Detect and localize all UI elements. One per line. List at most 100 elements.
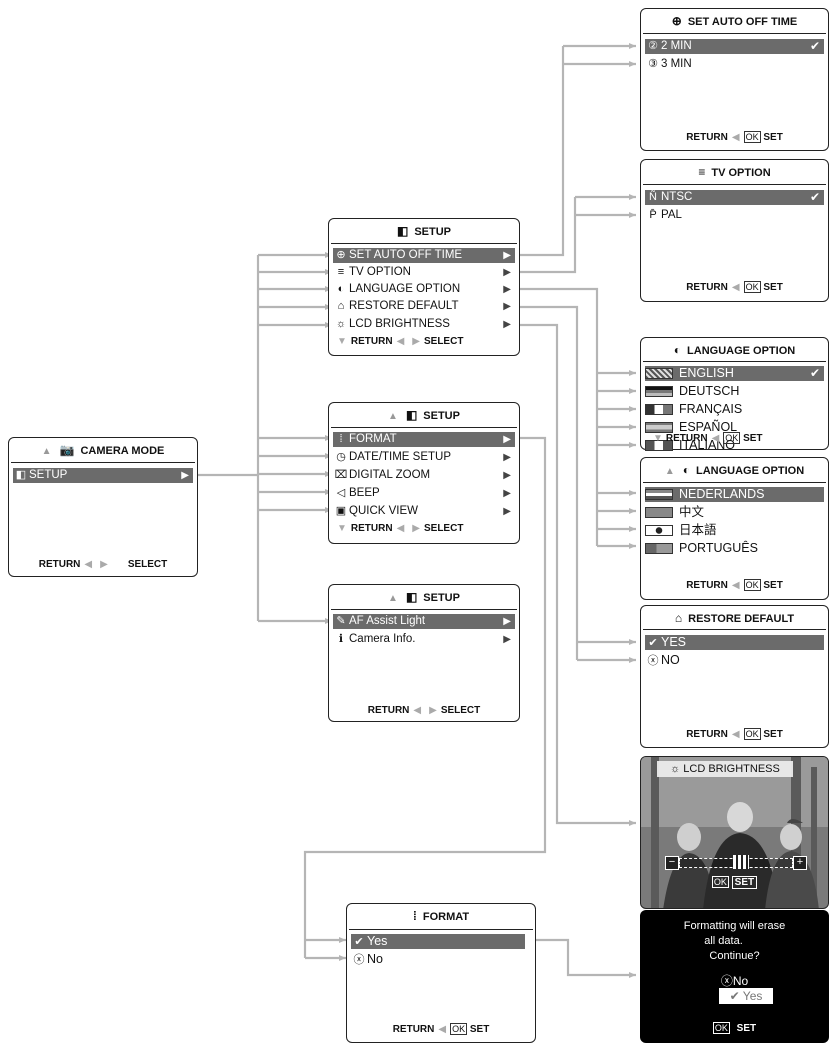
language-chinese[interactable]: 中文 [645,505,824,520]
set-label[interactable]: SET [743,433,763,444]
zoom-icon: ⌧ [334,469,348,481]
language-deutsch[interactable]: DEUTSCH [645,384,824,399]
menu-item-language-option[interactable]: ◐LANGUAGE OPTION▶ [333,282,515,297]
ok-button-icon[interactable]: OK [743,281,761,293]
language-screen-1: ◐LANGUAGE OPTION ENGLISH✔ DEUTSCH FRANÇA… [640,337,829,453]
menu-item-set-auto-off-time[interactable]: ⊕SET AUTO OFF TIME▶ [333,248,515,263]
return-label[interactable]: RETURN [686,580,728,591]
menu-item-format[interactable]: ⁞FORMAT▶ [333,432,515,447]
ok-button-icon[interactable]: OK [450,1023,468,1035]
language-portugues[interactable]: PORTUGUÊS [645,541,824,556]
camera-icon: 📷 [59,443,75,457]
language-italiano[interactable]: ITALIANO [645,438,824,453]
brightness-slider[interactable]: − + [665,855,807,871]
left-arrow-icon: ◀ [731,132,740,143]
return-label[interactable]: RETURN [350,336,393,347]
menu-item-digital-zoom[interactable]: ⌧DIGITAL ZOOM▶ [334,469,511,481]
set-label[interactable]: SET [763,580,783,591]
menu-item-lcd-brightness[interactable]: ☼LCD BRIGHTNESS▶ [333,317,515,332]
german-flag-icon [645,386,673,398]
left-arrow-icon: ◀ [84,559,93,570]
language-francais[interactable]: FRANÇAIS [645,402,824,417]
language-title-bar: ◐LANGUAGE OPTION [641,343,828,357]
ok-button-icon[interactable]: OK [743,728,761,740]
ok-button-icon[interactable]: OK [723,432,741,444]
ok-button-icon[interactable]: OK [743,579,761,591]
ok-button-icon[interactable]: OK [743,131,761,143]
menu-item-tv-option[interactable]: ≡TV OPTION▶ [333,265,515,280]
camera-mode-title-bar: ▲📷CAMERA MODE [9,443,197,457]
set-label[interactable]: SET [763,282,783,293]
set-label[interactable]: SET [736,1023,757,1034]
return-label[interactable]: RETURN [350,523,393,534]
right-arrow-icon: ▶ [503,284,511,295]
up-arrow-icon: ▲ [388,411,398,422]
language-english[interactable]: ENGLISH✔ [645,366,824,381]
language-japanese[interactable]: 日本語 [645,523,824,538]
cancel-icon: ⓧ [720,974,733,988]
language-screen-2: ▲◐LANGUAGE OPTION NEDERLANDS 中文 日本語 PORT… [640,457,829,600]
plus-icon[interactable]: + [793,856,807,870]
confirm-message-line2: all data. [704,935,743,947]
setup-icon: ◧ [15,469,27,481]
menu-item-setup[interactable]: ◧SETUP▶ [13,468,193,483]
set-label[interactable]: SET [763,729,783,740]
right-arrow-icon: ▶ [503,634,511,645]
ok-button-icon[interactable]: OK [712,1022,730,1034]
auto-off-title: SET AUTO OFF TIME [687,16,798,28]
left-arrow-icon: ◀ [711,433,720,444]
return-label[interactable]: RETURN [686,729,728,740]
french-flag-icon [645,404,673,416]
return-label[interactable]: RETURN [367,705,410,716]
menu-item-restore-default[interactable]: ⌂RESTORE DEFAULT▶ [333,299,515,314]
menu-item-quick-view[interactable]: ▣QUICK VIEW▶ [333,504,515,519]
language-espanol[interactable]: ESPAÑOL [645,420,824,435]
set-label[interactable]: SET [763,132,783,143]
timer-2-icon: ② [648,40,658,52]
return-label[interactable]: RETURN [686,282,728,293]
timer-3-icon: ③ [648,58,658,70]
option-yes[interactable]: ✔ Yes [719,988,773,1004]
return-label[interactable]: RETURN [686,132,728,143]
select-label[interactable]: SELECT [423,336,464,347]
format-footer: RETURN◀OK SET [347,1023,535,1035]
option-no[interactable]: ⓧNo [720,974,749,988]
right-arrow-icon: ▶ [503,506,511,517]
option-yes[interactable]: ✔YES [645,635,824,650]
select-label[interactable]: SELECT [440,705,481,716]
set-label[interactable]: SET [469,1024,490,1035]
language-nederlands[interactable]: NEDERLANDS [645,487,824,502]
return-label[interactable]: RETURN [38,559,81,570]
check-icon: ✔ [809,366,820,380]
select-label[interactable]: SELECT [127,559,168,570]
option-yes[interactable]: ✔Yes [351,934,525,949]
left-arrow-icon: ◀ [731,282,740,293]
menu-item-af-assist-light[interactable]: ✎AF Assist Light▶ [333,614,515,629]
set-label[interactable]: SET [731,876,758,889]
return-label[interactable]: RETURN [665,433,708,444]
right-arrow-icon: ▶ [503,434,511,445]
select-label[interactable]: SELECT [423,523,464,534]
minus-icon[interactable]: − [665,856,679,870]
setup-title-bar: ▲◧SETUP [329,590,519,604]
setup-screen-1: ◧SETUP ⊕SET AUTO OFF TIME▶ ≡TV OPTION▶ ◐… [328,218,520,356]
return-label[interactable]: RETURN [392,1024,435,1035]
slider-thumb[interactable] [732,855,749,869]
chinese-flag-icon [645,507,673,519]
portuguese-flag-icon [645,543,673,555]
menu-item-beep[interactable]: ◁BEEP▶ [333,486,515,501]
left-arrow-icon: ◀ [731,729,740,740]
setup-footer: ▼RETURN◀▶SELECT [337,336,519,347]
up-arrow-icon: ▲ [41,446,52,457]
ok-button-icon[interactable]: OK [711,876,729,888]
option-pal[interactable]: P̄PAL [645,208,824,223]
menu-item-date-time-setup[interactable]: ◷DATE/TIME SETUP▶ [333,450,515,465]
